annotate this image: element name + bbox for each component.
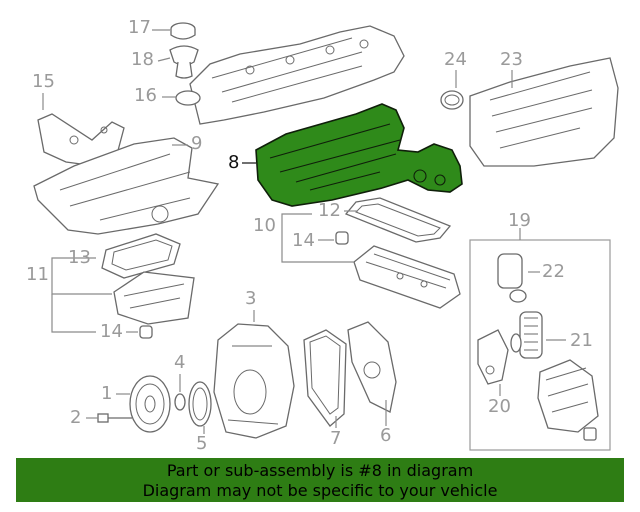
part-23-intake-manifold[interactable]	[469, 57, 619, 167]
callout-18[interactable]: 18	[131, 49, 154, 70]
part-12-gasket[interactable]	[344, 197, 452, 243]
callout-19[interactable]: 19	[508, 210, 531, 231]
part-15-bracket[interactable]	[37, 93, 125, 167]
callout-2[interactable]: 2	[70, 407, 82, 428]
callout-9[interactable]: 9	[191, 133, 203, 154]
part-10-lower-oil-pan[interactable]	[281, 213, 461, 309]
part-4-seal[interactable]	[174, 374, 186, 411]
part-13-gasket[interactable]	[101, 233, 181, 279]
callout-13[interactable]: 13	[68, 247, 91, 268]
part-18-filler-neck[interactable]	[157, 45, 199, 79]
callout-14-upper[interactable]: 14	[292, 230, 315, 251]
callout-7[interactable]: 7	[330, 428, 342, 449]
part-6-cover[interactable]	[347, 321, 397, 426]
part-oil-filter-housing[interactable]	[537, 359, 599, 441]
callout-5[interactable]: 5	[196, 433, 208, 454]
callout-15[interactable]: 15	[32, 71, 55, 92]
callout-4[interactable]: 4	[174, 352, 186, 373]
part-1-crank-pulley[interactable]	[116, 375, 171, 433]
part-22-filter-cap[interactable]	[497, 253, 540, 303]
banner-line-1: Part or sub-assembly is #8 in diagram	[166, 461, 474, 480]
banner-line-2: Diagram may not be specific to your vehi…	[142, 481, 498, 500]
callout-6[interactable]: 6	[380, 425, 392, 446]
part-19-oil-filter-assembly-group[interactable]	[469, 228, 611, 451]
part-14-drain-plug-upper[interactable]	[318, 231, 349, 245]
callout-11[interactable]: 11	[26, 264, 49, 285]
part-24-gasket[interactable]	[440, 70, 464, 110]
part-11-oil-sump[interactable]	[51, 257, 195, 333]
callout-23[interactable]: 23	[500, 49, 523, 70]
part-3-timing-cover[interactable]	[213, 310, 295, 439]
part-5-seal-ring[interactable]	[188, 381, 212, 434]
callout-16[interactable]: 16	[134, 85, 157, 106]
callout-1[interactable]: 1	[101, 383, 113, 404]
callout-21[interactable]: 21	[570, 330, 593, 351]
info-banner: Part or sub-assembly is #8 in diagram Di…	[16, 458, 624, 502]
part-16-cylinder-head-cover[interactable]	[162, 25, 405, 125]
callout-24[interactable]: 24	[444, 49, 467, 70]
callout-12[interactable]: 12	[318, 200, 341, 221]
part-2-bolt[interactable]	[86, 413, 132, 423]
callout-8[interactable]: 8	[228, 152, 240, 173]
part-20-bracket[interactable]	[477, 329, 509, 396]
callout-14-lower[interactable]: 14	[100, 321, 123, 342]
part-7-gasket[interactable]	[303, 329, 347, 428]
part-8-oil-pan-upper-highlighted[interactable]	[242, 103, 463, 207]
callout-10[interactable]: 10	[253, 215, 276, 236]
part-21-filter-cartridge[interactable]	[519, 311, 566, 359]
callout-17[interactable]: 17	[128, 17, 151, 38]
part-14-drain-plug-lower[interactable]	[126, 325, 153, 339]
callout-22[interactable]: 22	[542, 261, 565, 282]
part-17-oil-filler-cap[interactable]	[152, 22, 196, 40]
part-9-lower-block[interactable]	[33, 137, 220, 235]
callout-3[interactable]: 3	[245, 288, 257, 309]
callout-20[interactable]: 20	[488, 396, 511, 417]
part-o-ring[interactable]	[510, 333, 522, 353]
